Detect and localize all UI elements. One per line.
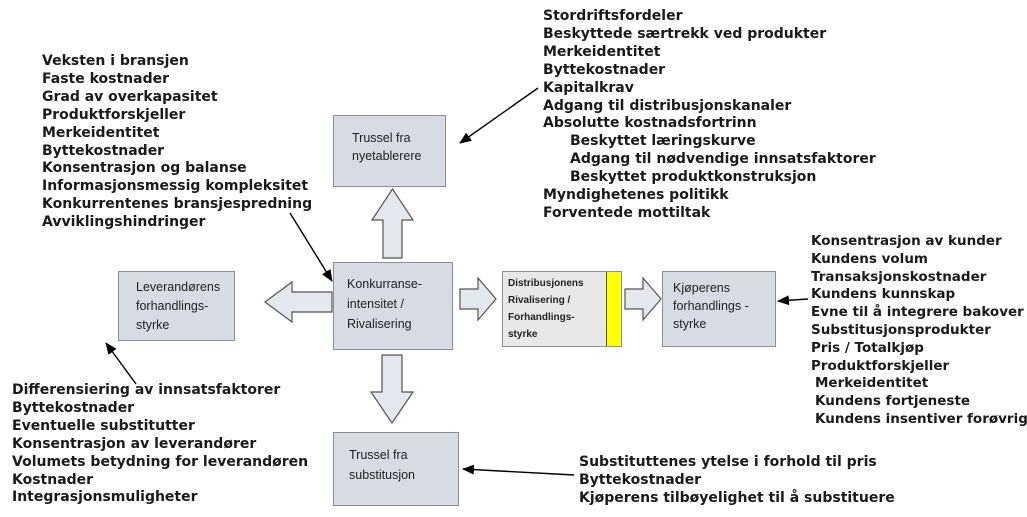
- list-item: Avviklingshindringer: [42, 214, 206, 231]
- list-item: Produktforskjeller: [811, 357, 950, 374]
- buyer-power-box: Kjøperens forhandlings - styrke: [662, 271, 776, 347]
- pointer-arrow-rivalry: [289, 212, 333, 282]
- distributor-line-3: Forhandlings-: [508, 312, 575, 323]
- list-item: Byttekostnader: [12, 399, 135, 416]
- list-item: Kundens volum: [811, 250, 928, 267]
- substitutes-line-2: substitusjon: [349, 468, 416, 482]
- list-item: Pris / Totalkjøp: [811, 339, 924, 356]
- supplier-power-line-1: Leverandørens: [136, 280, 221, 294]
- list-item: Absolutte kostnadsfortrinn: [543, 115, 757, 132]
- list-item: Konsentrasjon av kunder: [811, 233, 1002, 249]
- right-block-arrow-1: [459, 276, 497, 322]
- supplier-power-line-2: forhandlings-: [136, 299, 209, 313]
- list-item: Byttekostnader: [579, 471, 702, 488]
- supplier-power-box: Leverandørens forhandlings- styrke: [118, 271, 235, 341]
- list-item: Adgang til distribusjonskanaler: [543, 97, 792, 114]
- list-item: Kapitalkrav: [543, 79, 634, 96]
- down-block-arrow: [369, 354, 415, 425]
- substitutes-line-1: Trussel fra: [349, 448, 408, 462]
- pointer-arrow-substitutes: [462, 464, 575, 476]
- new-entrants-line-1: Trussel fra: [352, 131, 411, 145]
- list-item: Evne til å integrere bakover: [811, 304, 1024, 321]
- list-item: Kundens fortjeneste: [815, 393, 971, 410]
- list-item: Kjøperens tilbøyelighet til å substituer…: [579, 489, 895, 506]
- buyer-power-line-2: forhandlings -: [673, 299, 749, 313]
- list-item: Beskyttet produktkonstruksjon: [570, 169, 817, 186]
- distributor-line-1: Distribusjonens: [508, 278, 584, 289]
- list-item: Merkeidentitet: [42, 124, 160, 141]
- new-entrants-box: Trussel fra nyetablerere: [333, 115, 446, 187]
- list-item: Merkeidentitet: [815, 375, 929, 392]
- list-item: Beskyttede særtrekk ved produkter: [543, 25, 827, 42]
- list-item: Konsentrasjon av leverandører: [12, 435, 257, 452]
- list-item: Kundens kunnskap: [811, 286, 956, 303]
- list-item: Kundens insentiver forøvrig: [815, 410, 1027, 427]
- pointer-arrow-suppliers: [105, 342, 137, 385]
- list-item: Konkurrentenes bransjespredning: [42, 196, 313, 213]
- distributor-accent-bar: [606, 272, 621, 346]
- list-item: Forventede mottiltak: [543, 204, 711, 221]
- rivalry-line-3: Rivalisering: [347, 317, 412, 331]
- list-item: Byttekostnader: [42, 142, 165, 159]
- list-item: Volumets betydning for leverandøren: [12, 453, 309, 470]
- list-item: Eventuelle substitutter: [12, 417, 195, 434]
- distributor-line-4: styrke: [508, 329, 538, 340]
- list-item: Substitusjonsprodukter: [811, 321, 991, 338]
- pointer-arrow-entrants: [459, 87, 539, 144]
- distributor-box: Distribusjonens Rivalisering / Forhandli…: [502, 271, 622, 347]
- list-item: Transaksjonskostnader: [811, 268, 987, 285]
- list-item: Byttekostnader: [543, 61, 666, 78]
- list-item: Differensiering av innsatsfaktorer: [12, 382, 281, 398]
- left-block-arrow: [263, 280, 333, 324]
- right-block-arrow-2: [624, 276, 662, 322]
- list-item: Stordriftsfordeler: [543, 8, 683, 24]
- list-item: Faste kostnader: [42, 70, 169, 87]
- buyer-power-line-3: styrke: [673, 317, 707, 331]
- substitute-factors-list: Substituttenes ytelse i forhold til pris…: [579, 454, 895, 508]
- list-item: Merkeidentitet: [543, 43, 661, 60]
- list-item: Konsentrasjon og balanse: [42, 160, 247, 177]
- list-item: Myndighetenes politikk: [543, 187, 729, 204]
- distributor-line-2: Rivalisering /: [508, 295, 571, 306]
- new-entrants-line-2: nyetablerere: [352, 149, 422, 163]
- supplier-power-line-3: styrke: [136, 318, 170, 332]
- list-item: Informasjonsmessig kompleksitet: [42, 178, 309, 195]
- list-item: Integrasjonsmuligheter: [12, 489, 198, 506]
- buyer-factors-list: Konsentrasjon av kunder Kundens volum Tr…: [811, 233, 1027, 429]
- supplier-factors-list: Differensiering av innsatsfaktorer Bytte…: [12, 382, 308, 507]
- list-item: Beskyttet læringskurve: [570, 133, 756, 150]
- list-item: Kostnader: [12, 471, 94, 488]
- up-block-arrow: [370, 187, 415, 259]
- pointer-arrow-buyers: [777, 295, 809, 306]
- list-item: Adgang til nødvendige innsatsfaktorer: [570, 151, 876, 168]
- list-item: Produktforskjeller: [42, 106, 186, 123]
- list-item: Substituttenes ytelse i forhold til pris: [579, 454, 877, 470]
- substitutes-box: Trussel fra substitusjon: [333, 432, 459, 506]
- rivalry-box: Konkurranse- intensitet / Rivalisering: [333, 262, 453, 350]
- entry-barriers-list: Stordriftsfordeler Beskyttede særtrekk v…: [543, 8, 876, 223]
- list-item: Grad av overkapasitet: [42, 88, 218, 105]
- list-item: Veksten i bransjen: [42, 53, 189, 69]
- buyer-power-line-1: Kjøperens: [673, 281, 730, 295]
- rivalry-line-2: intensitet /: [347, 297, 404, 311]
- rivalry-factors-list: Veksten i bransjen Faste kostnader Grad …: [42, 53, 312, 232]
- rivalry-line-1: Konkurranse-: [347, 277, 423, 291]
